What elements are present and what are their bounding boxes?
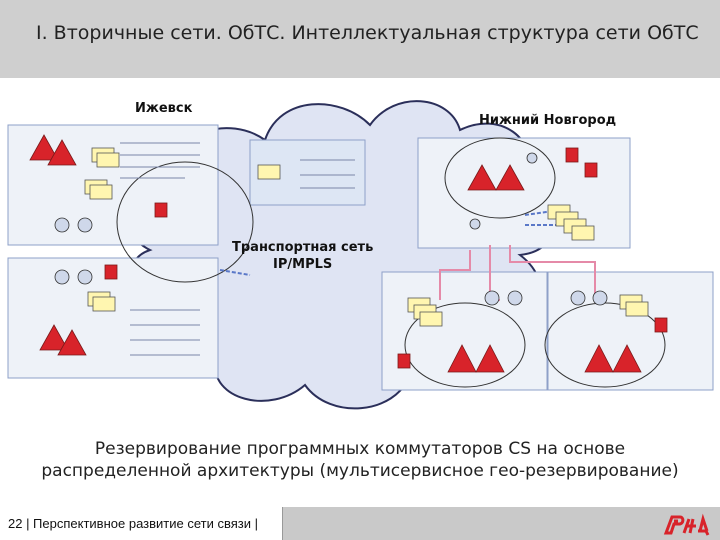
izhevsk-panel-top (7, 124, 219, 246)
label-transport: Транспортная сеть IP/MPLS (232, 240, 374, 272)
label-nizhny: Нижний Новгород (479, 113, 617, 128)
rzd-logo-icon (663, 513, 710, 536)
panel-detail-lines (120, 142, 355, 356)
server-clusters (29, 134, 668, 373)
slide-title: I. Вторичные сети. ОбТС. Интеллектуальна… (36, 22, 699, 44)
caption-line-2: распределенной архитектуры (мультисервис… (41, 461, 679, 481)
label-izhevsk: Ижевск (135, 101, 193, 116)
footer-box: 22 | Перспективное развитие сети связи | (0, 507, 283, 540)
footer-text: 22 | Перспективное развитие сети связи | (8, 516, 258, 531)
slide-caption: Резервирование программных коммутаторов … (0, 438, 720, 482)
nizhny-ring-left (404, 302, 526, 388)
nizhny-panel-top (417, 137, 631, 249)
caption-line-1: Резервирование программных коммутаторов … (94, 439, 626, 459)
node-stacks (84, 147, 649, 327)
routers (54, 152, 608, 306)
title-bar: I. Вторичные сети. ОбТС. Интеллектуальна… (0, 0, 720, 78)
footer-bar: 22 | Перспективное развитие сети связи | (0, 507, 720, 540)
izhevsk-ring (116, 161, 254, 283)
nizhny-ring-top (444, 137, 556, 219)
